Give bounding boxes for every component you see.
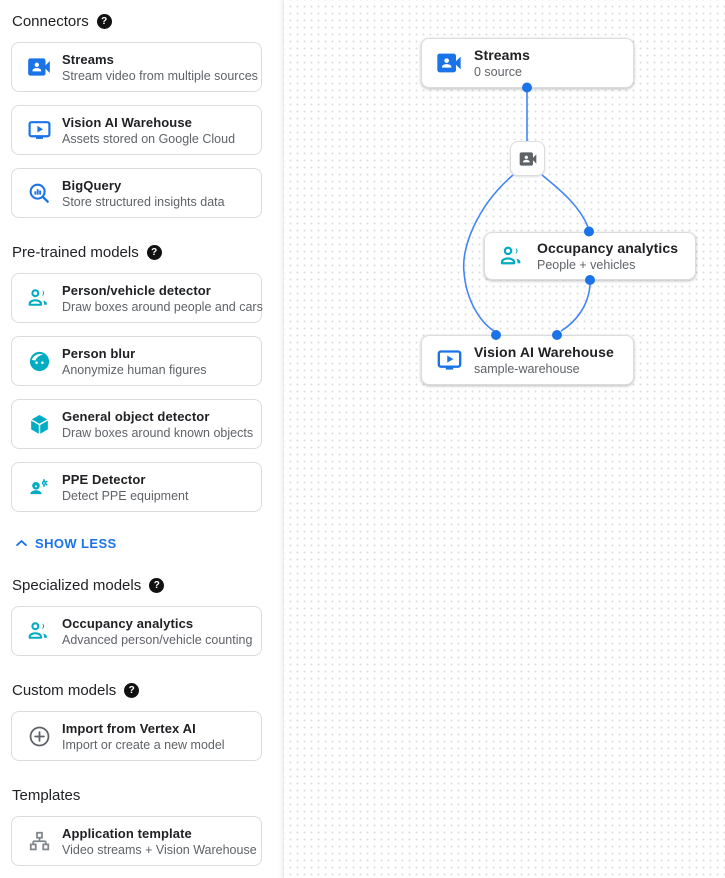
help-icon[interactable]: ? — [124, 683, 140, 698]
component-library-sidebar: Connectors ? Streams Stream video from m… — [0, 0, 284, 878]
card-title: PPE Detector — [62, 471, 146, 487]
sidebar-item-person-blur[interactable]: Person blur Anonymize human figures — [11, 336, 262, 386]
section-pretrained-models: Pre-trained models ? Person/vehicle dete… — [11, 244, 272, 551]
pipeline-edges — [462, 82, 595, 340]
sidebar-item-application-template[interactable]: Application template Video streams + Vis… — [11, 816, 262, 866]
face-icon — [26, 348, 52, 374]
section-title: Templates — [12, 787, 81, 804]
card-description: Detect PPE equipment — [62, 488, 189, 503]
node-occupancy-analytics[interactable]: Occupancy analytics People + vehicles — [484, 232, 696, 280]
sidebar-item-vision-ai-warehouse[interactable]: Vision AI Warehouse Assets stored on Goo… — [11, 105, 262, 155]
node-title: Streams — [474, 46, 530, 63]
section-title: Connectors — [12, 13, 89, 30]
card-description: Advanced person/vehicle counting — [62, 632, 253, 647]
card-title: Occupancy analytics — [62, 615, 194, 631]
sidebar-item-general-object-detector[interactable]: General object detector Draw boxes aroun… — [11, 399, 262, 449]
card-title: Application template — [62, 825, 192, 841]
help-icon[interactable]: ? — [149, 578, 165, 593]
people-icon — [26, 618, 52, 644]
section-header: Templates — [12, 787, 272, 804]
node-title: Vision AI Warehouse — [474, 343, 614, 360]
sidebar-item-streams[interactable]: Streams Stream video from multiple sourc… — [11, 42, 262, 92]
cube-icon — [26, 411, 52, 437]
card-description: Stream video from multiple sources — [62, 68, 258, 83]
node-stream-source[interactable] — [510, 141, 545, 176]
edge-occupancy-to-warehouse — [560, 283, 591, 332]
sidebar-item-ppe-detector[interactable]: PPE Detector Detect PPE equipment — [11, 462, 262, 512]
people-icon — [26, 285, 52, 311]
card-title: Import from Vertex AI — [62, 720, 196, 736]
plus-circle-icon — [26, 723, 52, 749]
section-connectors: Connectors ? Streams Stream video from m… — [11, 13, 272, 218]
sidebar-item-bigquery[interactable]: BigQuery Store structured insights data — [11, 168, 262, 218]
card-description: Draw boxes around known objects — [62, 425, 254, 440]
card-description: Store structured insights data — [62, 194, 225, 209]
card-description: Anonymize human figures — [62, 362, 207, 377]
card-description: Draw boxes around people and cars — [62, 299, 263, 314]
help-icon[interactable]: ? — [96, 14, 112, 29]
bigquery-icon — [26, 180, 52, 206]
node-subtitle: People + vehicles — [537, 257, 636, 272]
section-header: Custom models ? — [12, 682, 272, 699]
card-title: Streams — [62, 51, 115, 67]
help-icon[interactable]: ? — [146, 245, 162, 260]
edge-source-to-occupancy — [541, 174, 589, 228]
node-subtitle: 0 source — [474, 64, 522, 79]
chevron-up-icon — [16, 540, 27, 546]
node-vision-ai-warehouse[interactable]: Vision AI Warehouse sample-warehouse — [421, 335, 634, 385]
card-title: BigQuery — [62, 177, 122, 193]
card-title: Person blur — [62, 345, 136, 361]
node-subtitle: sample-warehouse — [474, 361, 580, 376]
card-description: Assets stored on Google Cloud — [62, 131, 236, 146]
card-description: Import or create a new model — [62, 737, 225, 752]
node-streams[interactable]: Streams 0 source — [421, 38, 634, 88]
section-title: Specialized models — [12, 577, 142, 594]
section-title: Custom models — [12, 682, 117, 699]
video-camera-icon — [518, 149, 538, 169]
ppe-icon — [26, 474, 52, 500]
section-specialized-models: Specialized models ? Occupancy analytics… — [11, 577, 272, 656]
node-title: Occupancy analytics — [537, 239, 679, 256]
section-title: Pre-trained models — [12, 244, 139, 261]
card-description: Video streams + Vision Warehouse — [62, 842, 257, 857]
smart-display-icon — [26, 117, 52, 143]
section-custom-models: Custom models ? Import from Vertex AI Im… — [11, 682, 272, 761]
card-title: Vision AI Warehouse — [62, 114, 193, 130]
section-templates: Templates Application template Video str… — [11, 787, 272, 866]
card-title: Person/vehicle detector — [62, 282, 211, 298]
people-icon — [498, 242, 526, 270]
sidebar-item-person-vehicle-detector[interactable]: Person/vehicle detector Draw boxes aroun… — [11, 273, 263, 323]
section-header: Connectors ? — [12, 13, 272, 30]
sidebar-item-import-from-vertex-ai[interactable]: Import from Vertex AI Import or create a… — [11, 711, 262, 761]
sidebar-item-occupancy-analytics[interactable]: Occupancy analytics Advanced person/vehi… — [11, 606, 262, 656]
show-less-label: SHOW LESS — [35, 536, 117, 551]
pipeline-canvas[interactable]: Streams 0 source Occupancy analytics Peo… — [284, 0, 725, 878]
show-less-button[interactable]: SHOW LESS — [14, 536, 272, 551]
section-header: Specialized models ? — [12, 577, 272, 594]
tree-icon — [26, 828, 52, 854]
section-header: Pre-trained models ? — [12, 244, 272, 261]
card-title: General object detector — [62, 408, 210, 424]
video-camera-icon — [435, 49, 463, 77]
video-camera-icon — [26, 54, 52, 80]
smart-display-icon — [435, 346, 463, 374]
